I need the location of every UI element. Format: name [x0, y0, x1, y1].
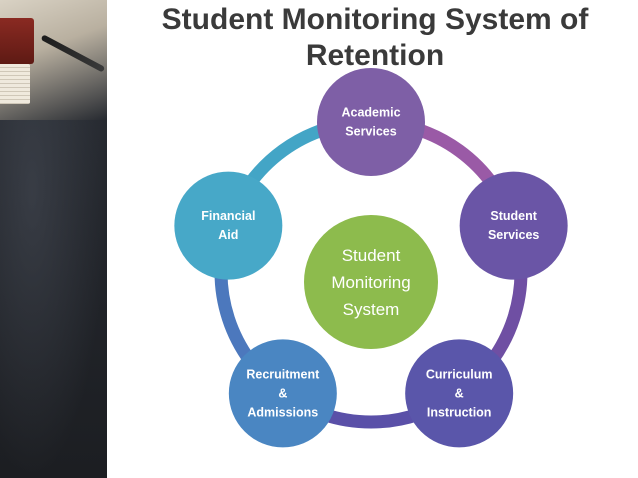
node-label: Academic: [341, 106, 400, 120]
node-circle: [317, 68, 425, 176]
book-cover: [0, 18, 34, 64]
node-circle: [174, 171, 283, 280]
node-recruitment-admissions: Recruitment & Admissions: [228, 339, 337, 448]
node-label: Financial: [201, 209, 255, 223]
node-label: Aid: [218, 228, 238, 242]
node-circle: [405, 339, 514, 448]
node-label: Services: [345, 125, 396, 139]
center-label: Student: [342, 246, 401, 265]
desk-shadow: [0, 120, 107, 478]
node-label: &: [278, 386, 287, 400]
node-label: Student: [490, 209, 537, 223]
center-label: Monitoring: [331, 273, 410, 292]
node-label: Instruction: [427, 405, 492, 419]
node-curriculum-instruction: Curriculum & Instruction: [405, 339, 514, 448]
center-label: System: [343, 300, 400, 319]
title-line-1: Student Monitoring System of: [161, 3, 589, 36]
node-label: Recruitment: [246, 367, 320, 381]
title-line-2: Retention: [305, 39, 445, 72]
center-circle: [304, 215, 438, 349]
node-label: Curriculum: [426, 367, 493, 381]
node-label: Services: [488, 228, 539, 242]
node-circle: [228, 339, 337, 448]
cycle-nodes: AcademicServicesStudentServicesCurriculu…: [174, 68, 568, 448]
node-label: Admissions: [247, 405, 318, 419]
book-pages: [0, 64, 30, 104]
node-circle: [459, 171, 568, 280]
node-label: &: [455, 386, 464, 400]
page-title: Student Monitoring System of Retention: [112, 2, 638, 74]
side-photo: [0, 0, 107, 478]
